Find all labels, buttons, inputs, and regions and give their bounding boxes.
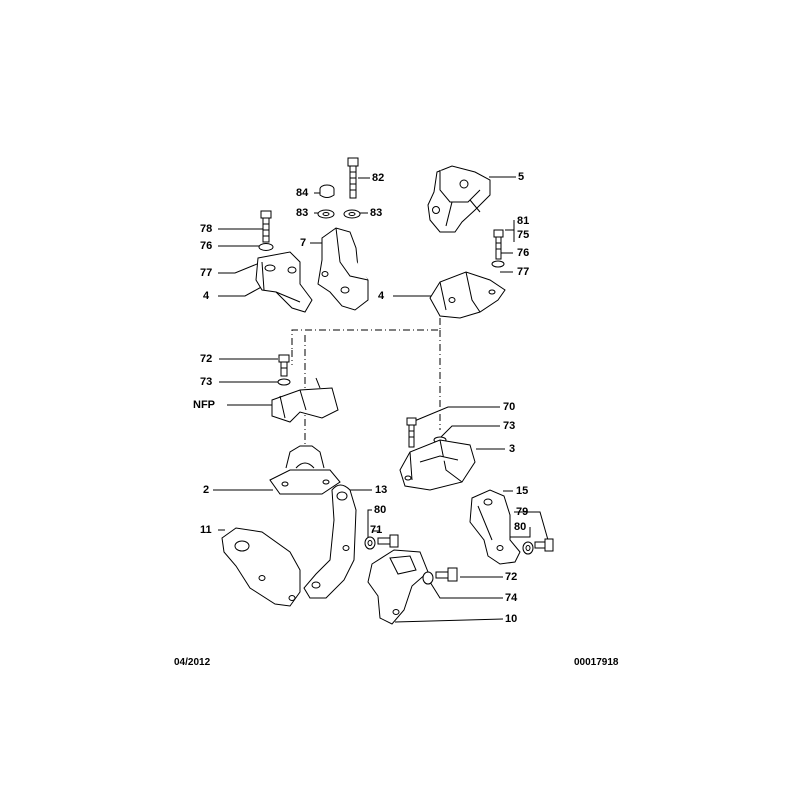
callout-84: 84 [296, 187, 309, 199]
callout-76-left: 76 [200, 240, 213, 252]
part-5-bracket [428, 166, 490, 232]
callout-74: 74 [505, 592, 518, 604]
footer-code: 00017918 [574, 657, 619, 668]
bolt-75 [494, 230, 503, 259]
callout-76-right: 76 [517, 247, 530, 259]
callout-72-upper: 72 [200, 353, 213, 365]
washer-80-right [523, 542, 533, 554]
leader-lines [213, 176, 549, 623]
callout-80-right: 80 [514, 521, 527, 533]
callout-4-left: 4 [203, 290, 210, 302]
callout-83-left: 83 [296, 207, 309, 219]
bolt-70 [407, 418, 416, 447]
callout-79: 79 [516, 506, 529, 518]
part-nfp-bracket [272, 378, 338, 422]
callout-10: 10 [505, 613, 518, 625]
bolt-72-upper [279, 355, 289, 376]
callout-73-left: 73 [200, 376, 213, 388]
bolt-71 [378, 535, 398, 547]
callout-78: 78 [200, 223, 213, 235]
callout-11: 11 [200, 524, 212, 536]
bolt-78 [261, 211, 271, 242]
callout-70: 70 [503, 401, 516, 413]
callout-15: 15 [516, 485, 529, 497]
part-4-left-bracket [256, 252, 312, 312]
washer-76-left [259, 244, 273, 251]
part-7-bracket [318, 228, 368, 310]
washer-73-left [278, 379, 290, 385]
callout-4-right: 4 [378, 290, 385, 302]
callout-3: 3 [509, 443, 516, 455]
callout-83-right: 83 [370, 207, 383, 219]
part-11-bracket [222, 528, 300, 606]
callout-77-left: 77 [200, 267, 213, 279]
part-10-bracket [368, 550, 428, 624]
washer-83-left [318, 210, 334, 218]
part-2-mount [270, 446, 340, 494]
callout-73-right: 73 [503, 420, 516, 432]
callout-82: 82 [372, 172, 385, 184]
callout-5: 5 [518, 171, 525, 183]
washer-74 [423, 572, 433, 584]
washer-76-right [492, 261, 504, 267]
part-15-plate [470, 490, 520, 564]
callout-72-lower: 72 [505, 571, 518, 583]
part-3-mount [400, 440, 475, 490]
callout-13: 13 [375, 484, 388, 496]
callout-77-right: 77 [517, 266, 530, 278]
washer-83-right [344, 210, 360, 218]
part-4-right-cover [430, 272, 505, 318]
callout-75: 75 [517, 229, 530, 241]
bolt-82 [348, 158, 358, 198]
footer-date: 04/2012 [174, 657, 211, 668]
callout-81: 81 [517, 215, 530, 227]
callout-7: 7 [300, 237, 307, 249]
washer-80-left [365, 537, 375, 549]
assembly-guide-lines [291, 318, 441, 455]
part-13-arm [304, 485, 356, 598]
bolt-79 [535, 539, 553, 551]
bolt-72-lower [436, 568, 457, 581]
callout-71: 71 [370, 524, 383, 536]
callout-nfp: NFP [193, 399, 215, 411]
nut-84 [320, 185, 334, 198]
callout-2: 2 [203, 484, 210, 496]
callout-80-left: 80 [374, 504, 387, 516]
